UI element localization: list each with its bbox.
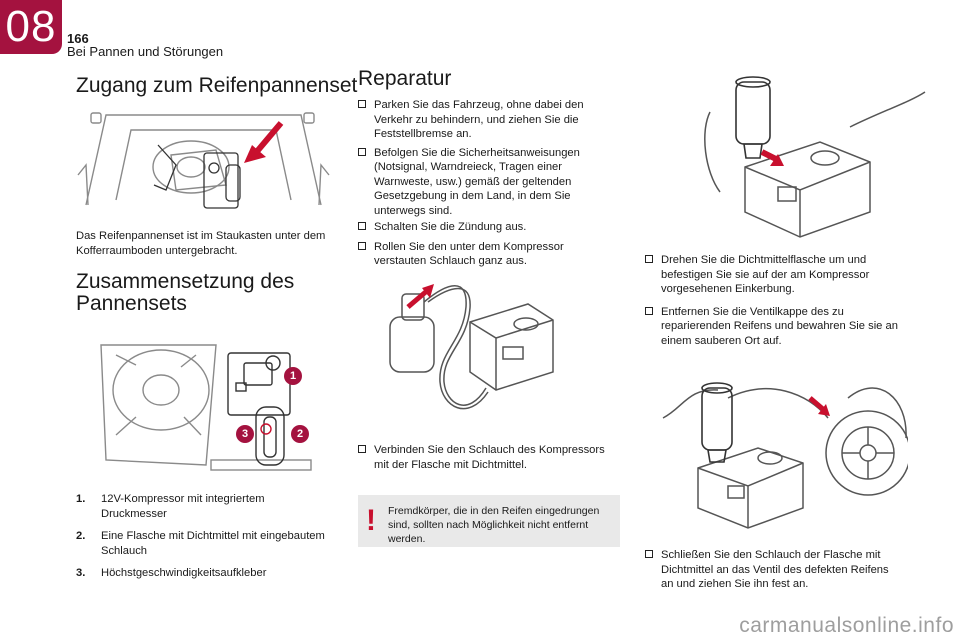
composition-heading-line1: Zusammensetzung des	[76, 270, 295, 293]
access-heading: Zugang zum Reifenpannenset	[76, 74, 358, 97]
checkbox-icon	[358, 445, 366, 453]
checkbox-icon	[358, 222, 366, 230]
watermark: carmanualsonline.info	[739, 614, 954, 637]
repair-steps-3: Drehen Sie die Dichtmittelflasche um und…	[645, 253, 907, 352]
repair-steps-4: Schließen Sie den Schlauch der Flasche m…	[645, 548, 903, 596]
hose-to-bottle-illustration	[378, 272, 558, 427]
repair-heading: Reparatur	[358, 67, 452, 90]
step-item: Rollen Sie den unter dem Kompressor vers…	[358, 240, 610, 269]
composition-item: 1.12V-Kompressor mit integriertem Druckm…	[76, 493, 265, 520]
checkbox-icon	[358, 147, 366, 156]
checkbox-icon	[645, 255, 653, 263]
bottle-mount-illustration	[700, 72, 930, 240]
step-item: Schalten Sie die Zündung aus.	[358, 220, 610, 235]
section-title: Bei Pannen und Störungen	[67, 44, 224, 59]
checkbox-icon	[645, 550, 653, 558]
callout-3: 3	[236, 425, 254, 443]
step-item: Befolgen Sie die Sicherheitsanweisungen …	[358, 146, 610, 219]
trunk-illustration	[76, 105, 331, 215]
access-text: Das Reifenpannenset ist im Staukasten un…	[76, 230, 326, 257]
step-item: Schließen Sie den Schlauch der Flasche m…	[645, 548, 903, 592]
composition-list: 1.12V-Kompressor mit integriertem Druckm…	[76, 492, 332, 589]
checkbox-icon	[358, 100, 366, 108]
repair-steps-2: Verbinden Sie den Schlauch des Kompresso…	[358, 443, 618, 476]
kit-composition-illustration: 1 2 3	[96, 325, 321, 475]
step-item: Verbinden Sie den Schlauch des Kompresso…	[358, 443, 618, 472]
step-item: Parken Sie das Fahrzeug, ohne dabei den …	[358, 98, 610, 142]
step-item: Drehen Sie die Dichtmittelflasche um und…	[645, 253, 907, 297]
connect-valve-illustration	[658, 378, 908, 536]
page-number: 166	[67, 31, 89, 46]
composition-item: 3.Höchstgeschwindigkeitsaufkleber	[76, 567, 267, 579]
composition-heading-line2: Pannensets	[76, 292, 187, 315]
warning-box: ! Fremdkörper, die in den Reifen eingedr…	[358, 495, 620, 547]
repair-steps-1: Parken Sie das Fahrzeug, ohne dabei den …	[358, 98, 610, 273]
warning-text: Fremdkörper, die in den Reifen eingedrun…	[388, 505, 600, 545]
checkbox-icon	[645, 306, 653, 315]
checkbox-icon	[358, 241, 366, 250]
composition-item: 2.Eine Flasche mit Dichtmittel mit einge…	[76, 530, 325, 557]
chapter-tab: 08	[0, 0, 62, 54]
callout-1: 1	[284, 367, 302, 385]
step-item: Entfernen Sie die Ventilkappe des zu rep…	[645, 305, 907, 349]
callout-2: 2	[291, 425, 309, 443]
warning-icon: !	[366, 504, 376, 537]
